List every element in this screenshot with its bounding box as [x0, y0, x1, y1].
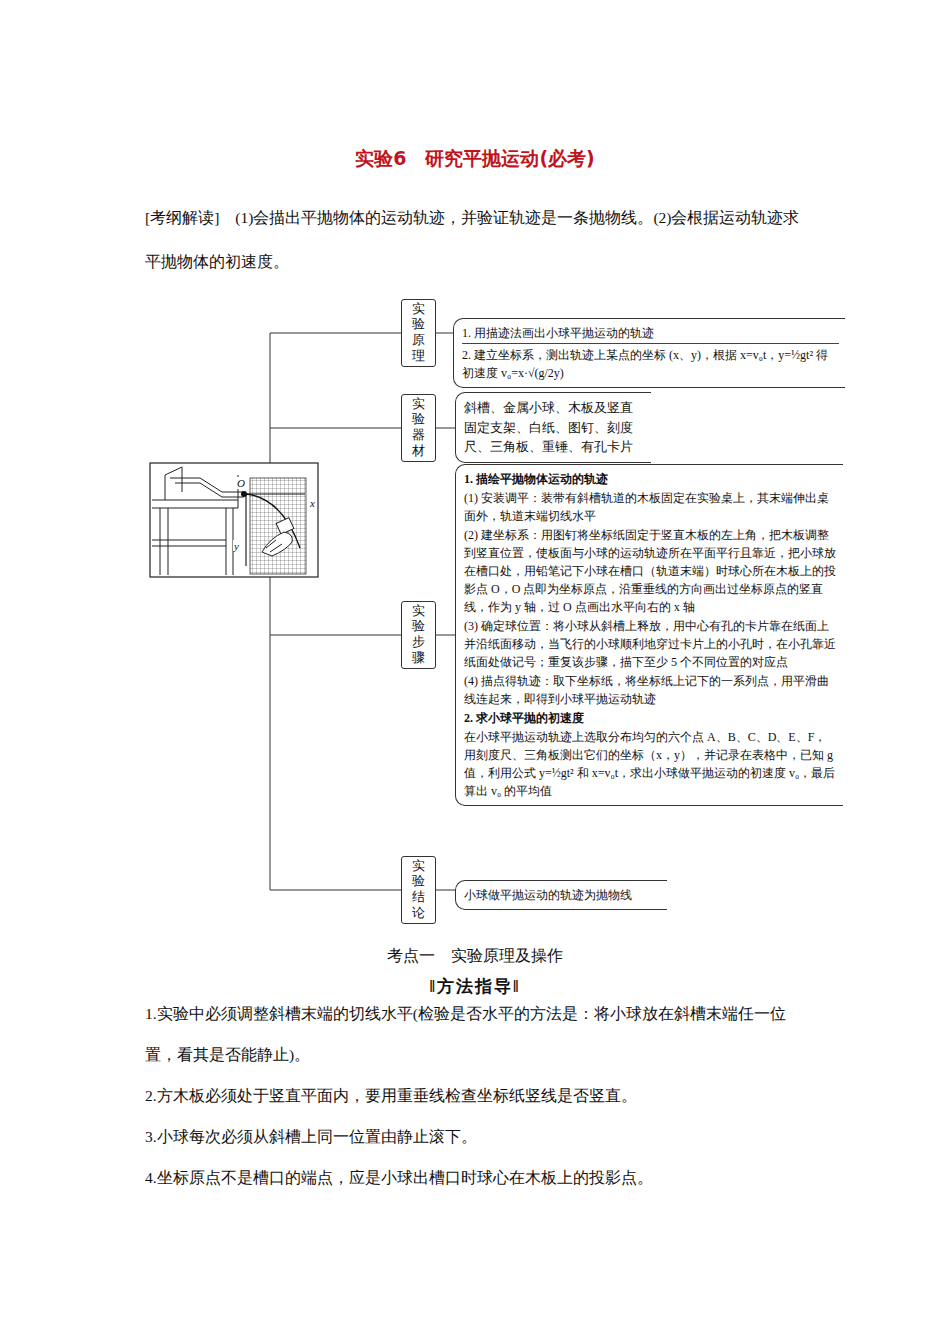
branch-title: 实验 器材	[406, 397, 431, 460]
axes-and-trajectory	[246, 494, 305, 566]
branch-label: 实验 器材	[401, 394, 436, 463]
branch-text: 1. 描绘平抛物体运动的轨迹	[464, 470, 837, 488]
branch-text: (2) 建坐标系：用图钉将坐标纸固定于竖直木板的左上角，把木板调整到竖直位置，使…	[464, 526, 837, 616]
branch-text: 1. 用描迹法画出小球平抛运动的轨迹	[462, 324, 839, 342]
branch-line	[270, 635, 401, 636]
branch-title: 实验 结论	[406, 859, 431, 922]
guide-item: 1.实验中必须调整斜槽末端的切线水平(检验是否水平的方法是：将小球放在斜槽末端任…	[145, 993, 810, 1075]
guide-heading: ‖方法指导‖	[0, 974, 950, 1000]
section-heading: 考点一 实验原理及操作	[0, 944, 950, 968]
branch-text: (3) 确定球位置：将小球从斜槽上释放，用中心有孔的卡片靠在纸面上并沿纸面移动，…	[464, 617, 837, 671]
branch-line	[270, 890, 401, 891]
branch-connector	[436, 635, 455, 636]
branch-line	[270, 333, 401, 334]
branch-connector	[436, 333, 453, 334]
guide-item: 4.坐标原点不是槽口的端点，应是小球出槽口时球心在木板上的投影点。	[145, 1157, 810, 1198]
page-title: 实验6 研究平抛运动(必考)	[0, 146, 950, 172]
branch-title: 实验 原理	[406, 302, 431, 365]
guide-item: 2.方木板必须处于竖直平面内，要用重垂线检查坐标纸竖线是否竖直。	[145, 1075, 810, 1116]
trunk-line	[270, 333, 271, 890]
ball	[241, 491, 247, 497]
materials-box: 斜槽、金属小球、木板及竖直固定支架、白纸、图钉、刻度尺、三角板、重锤、有孔卡片	[455, 392, 651, 463]
guide-item: 3.小球每次必须从斜槽上同一位置由静止滚下。	[145, 1116, 810, 1157]
branch-label: 实验 原理	[401, 299, 436, 368]
branch-text: 2. 建立坐标系，测出轨迹上某点的坐标 (x、y)，根据 x=v₀t，y=½gt…	[462, 343, 839, 382]
hand-with-card	[262, 518, 294, 556]
branch-connector	[436, 890, 455, 891]
branch-title: 实验 步骤	[406, 604, 431, 667]
illustration-frame	[150, 463, 318, 577]
branch-connector	[436, 428, 455, 429]
x-axis-label: x	[309, 497, 316, 509]
branch-label: 实验 步骤	[401, 601, 436, 670]
steps-box: 1. 描绘平抛物体运动的轨迹(1) 安装调平：装带有斜槽轨道的木板固定在实验桌上…	[455, 464, 843, 806]
coordinate-grid	[250, 478, 306, 574]
branch-label: 实验 结论	[401, 856, 436, 925]
table-and-chute	[152, 467, 244, 575]
branch-text: 斜槽、金属小球、木板及竖直固定支架、白纸、图钉、刻度尺、三角板、重锤、有孔卡片	[464, 398, 645, 457]
origin-label: O	[236, 477, 246, 489]
y-axis-label: y	[233, 540, 240, 552]
branch-text: 小球做平抛运动的轨迹为抛物线	[464, 886, 661, 904]
guide-list: 1.实验中必须调整斜槽末端的切线水平(检验是否水平的方法是：将小球放在斜槽末端任…	[145, 993, 810, 1198]
branch-line	[270, 428, 401, 429]
syllabus-note: [考纲解读] (1)会描出平抛物体的运动轨迹，并验证轨迹是一条抛物线。(2)会根…	[145, 196, 810, 284]
principle-box: 1. 用描迹法画出小球平抛运动的轨迹2. 建立坐标系，测出轨迹上某点的坐标 (x…	[453, 318, 845, 388]
branch-text: (4) 描点得轨迹：取下坐标纸，将坐标纸上记下的一系列点，用平滑曲线连起来，即得…	[464, 672, 837, 708]
branch-text: (1) 安装调平：装带有斜槽轨道的木板固定在实验桌上，其末端伸出桌面外，轨道末端…	[464, 489, 837, 525]
branch-text: 2. 求小球平抛的初速度	[464, 709, 837, 727]
branch-text: 在小球平抛运动轨迹上选取分布均匀的六个点 A、B、C、D、E、F，用刻度尺、三角…	[464, 728, 837, 800]
conclusion-box: 小球做平抛运动的轨迹为抛物线	[455, 880, 667, 910]
